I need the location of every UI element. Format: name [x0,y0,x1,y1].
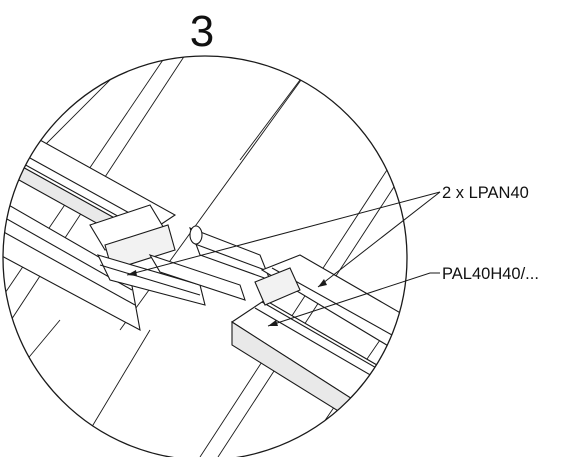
left-profile [3,139,177,332]
leader-line-lpan-2 [317,191,441,288]
callout-pal-label: PAL40H40/... [442,265,539,283]
detail-circle [2,55,408,457]
leader-line-lpan [126,191,441,276]
step-number: 3 [189,7,215,56]
arrow-head-lpan [127,270,137,276]
leader-line-pal [267,272,440,327]
connector-pins [96,225,271,306]
callout-lpan-label: 2 x LPAN40 [442,184,529,202]
arrow-head-lpan-2 [318,279,327,287]
arrow-head-pal [268,320,278,326]
